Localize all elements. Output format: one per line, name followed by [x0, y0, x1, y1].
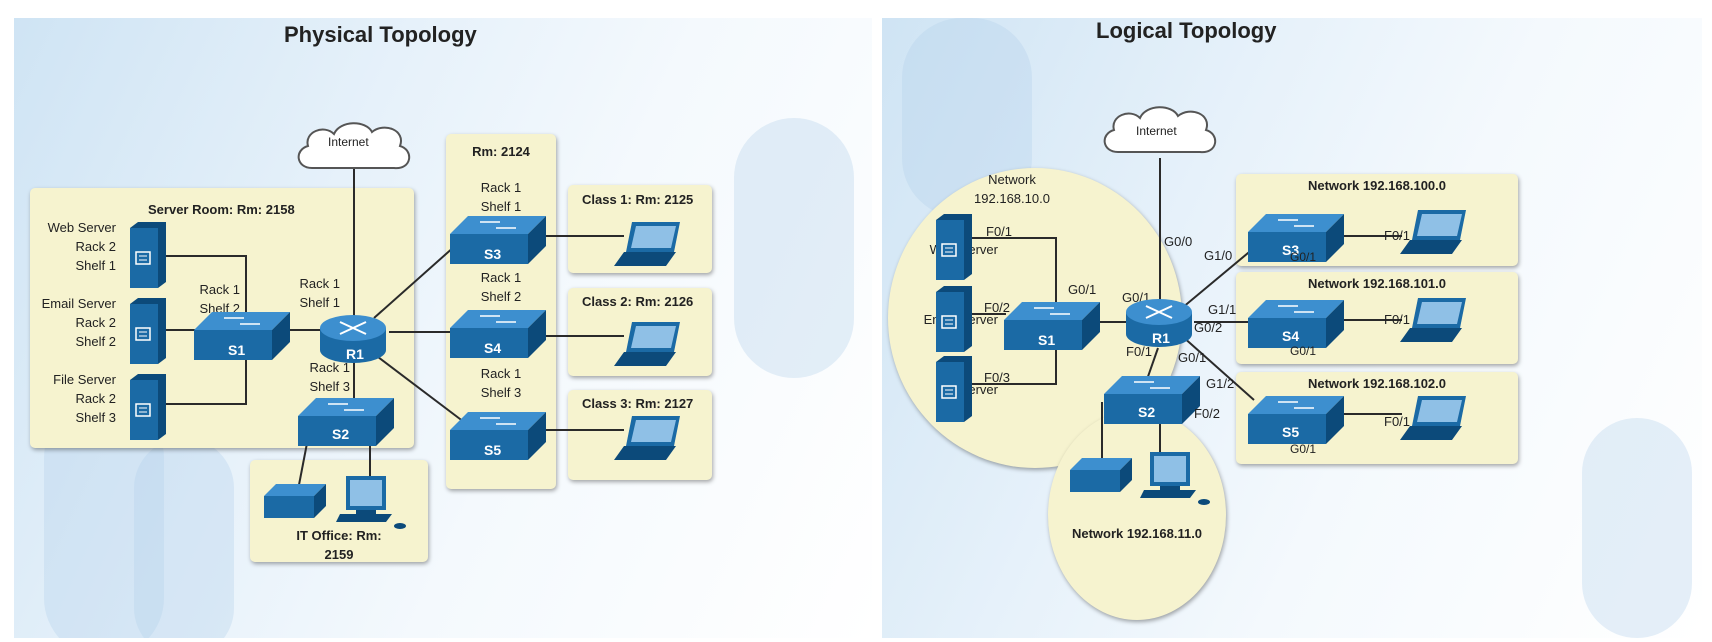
s1-port-f03: F0/3: [984, 370, 1011, 385]
class1-laptop-icon: [614, 222, 686, 268]
s5-label: S5: [1282, 424, 1300, 440]
network-11-printer-icon: [1070, 458, 1132, 494]
s4-laptop-icon: [1400, 298, 1472, 344]
internet-label: Internet: [328, 135, 369, 149]
s2-label: S2: [1138, 404, 1156, 420]
s4-switch-icon: [1248, 300, 1344, 348]
network-11-label: Network 192.168.11.0: [1071, 526, 1203, 541]
r1-router-icon: [1126, 298, 1192, 348]
r1-port-g11: G1/1: [1208, 302, 1237, 317]
s3-port-g01: G0/1: [1290, 250, 1317, 264]
s5-port-g01: G0/1: [1290, 442, 1317, 456]
r1-port-f01: F0/1: [1126, 344, 1153, 359]
r1-port-g02: G0/2: [1194, 320, 1223, 335]
web-server-icon: [126, 222, 166, 288]
s5-port-f01: F0/1: [1384, 414, 1411, 429]
s2-switch-icon: [298, 398, 394, 446]
s3-label: S3: [484, 246, 502, 262]
it-office-pc-icon: [336, 476, 408, 534]
file-server-icon: [126, 374, 166, 440]
email-server-icon: [932, 286, 972, 352]
s2-port-f02: F0/2: [1194, 406, 1221, 421]
class2-label: Class 2: Rm: 2126: [582, 294, 694, 309]
s4-port-f01: F0/1: [1384, 312, 1411, 327]
s1-port-g01: G0/1: [1068, 282, 1097, 297]
s3-switch-icon: [1248, 214, 1344, 262]
s3-label: S3: [1282, 242, 1300, 258]
class3-laptop-icon: [614, 416, 686, 462]
s1-port-f02: F0/2: [984, 300, 1011, 315]
internet-cloud-icon: [1096, 102, 1224, 162]
physical-title: Physical Topology: [284, 22, 477, 47]
s5-switch-icon: [450, 412, 546, 460]
s4-label: S4: [1282, 328, 1300, 344]
s2-switch-icon: [1104, 376, 1200, 424]
r1-label: R1: [1152, 330, 1170, 346]
r1-port-g12: G1/2: [1206, 376, 1235, 391]
it-office-label: IT Office: Rm:2159: [296, 528, 382, 562]
network-11-zone: [1048, 410, 1226, 620]
s5-laptop-icon: [1400, 396, 1472, 442]
logical-topology-panel: Logical Topology Internet: [882, 18, 1702, 638]
s2-label: S2: [332, 426, 350, 442]
rm2124-label: Rm: 2124: [472, 144, 530, 159]
network-101-label: Network 192.168.101.0: [1307, 276, 1447, 291]
email-server-icon: [126, 298, 166, 364]
class2-laptop-icon: [614, 322, 686, 368]
r1-label: R1: [346, 346, 364, 362]
web-server-icon: [932, 214, 972, 280]
physical-links: [166, 168, 624, 491]
class1-label: Class 1: Rm: 2125: [582, 192, 694, 207]
file-server-icon: [932, 356, 972, 422]
s2-port-g01: G0/1: [1178, 350, 1207, 365]
s1-label: S1: [1038, 332, 1056, 348]
physical-topology-panel: Physical Topology Internet S: [14, 18, 872, 638]
internet-label: Internet: [1136, 124, 1177, 138]
it-office-printer-icon: [264, 484, 326, 520]
s5-label: S5: [484, 442, 502, 458]
s4-label: S4: [484, 340, 502, 356]
r1-port-g10: G1/0: [1204, 248, 1233, 263]
s1-port-f01: F0/1: [986, 224, 1013, 239]
s4-port-g01: G0/1: [1290, 344, 1317, 358]
s3-port-f01: F0/1: [1384, 228, 1411, 243]
s5-switch-icon: [1248, 396, 1344, 444]
class3-label: Class 3: Rm: 2127: [582, 396, 694, 411]
r1-port-g00: G0/0: [1164, 234, 1193, 249]
s1-switch-icon: [194, 312, 290, 360]
network-102-label: Network 192.168.102.0: [1307, 376, 1447, 391]
network-11-pc-icon: [1140, 452, 1212, 510]
internet-cloud-icon: [290, 118, 418, 178]
server-room-label: Server Room: Rm: 2158: [148, 202, 295, 217]
s1-label: S1: [228, 342, 246, 358]
s1-switch-icon: [1004, 302, 1100, 350]
logical-title: Logical Topology: [1096, 18, 1277, 43]
s4-switch-icon: [450, 310, 546, 358]
s3-switch-icon: [450, 216, 546, 264]
r1-router-icon: [320, 314, 386, 364]
network-100-label: Network 192.168.100.0: [1307, 178, 1447, 193]
s3-laptop-icon: [1400, 210, 1472, 256]
